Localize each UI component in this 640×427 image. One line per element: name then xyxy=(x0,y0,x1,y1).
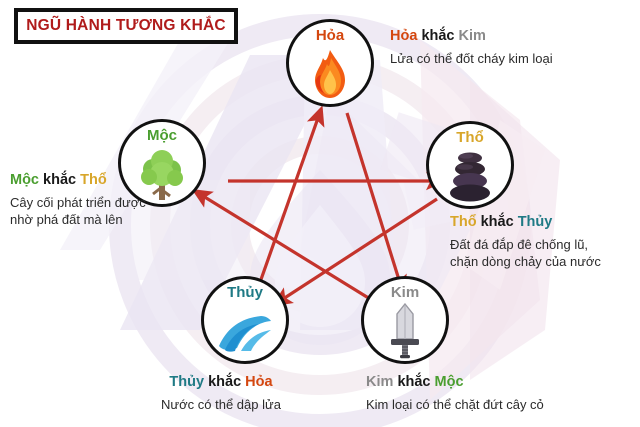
sword-icon xyxy=(364,303,446,359)
caption-thuy-from: Thủy xyxy=(169,374,205,390)
node-hoa-label: Hỏa xyxy=(315,27,345,44)
arrow-hoa-kim xyxy=(345,112,407,296)
caption-kim-verb: khắc xyxy=(397,374,431,390)
caption-hoa-verb: khắc xyxy=(421,28,455,44)
caption-tho-khac-thuy-desc: Đất đá đắp đê chống lũ, chặn dòng chảy c… xyxy=(450,236,601,271)
caption-kim-from: Kim xyxy=(366,374,394,390)
caption-tho-khac-thuy-head: Thổ khắc Thủy xyxy=(450,214,601,231)
caption-thuy-verb: khắc xyxy=(208,374,242,390)
caption-kim-khac-moc-desc: Kim loại có thể chặt đứt cây cỏ xyxy=(366,396,544,414)
caption-thuy-desc-line1: Nước có thể dập lửa xyxy=(161,396,281,412)
caption-moc-desc-line1: Cây cối phát triển được xyxy=(10,194,146,210)
caption-hoa-khac-kim-head: Hỏa khắc Kim xyxy=(390,28,553,45)
caption-hoa-from: Hỏa xyxy=(390,28,418,44)
stones-icon xyxy=(429,148,511,204)
caption-moc-to: Thổ xyxy=(80,172,107,188)
node-thuy[interactable]: Thủy xyxy=(201,276,289,364)
caption-tho-to: Thủy xyxy=(517,214,553,230)
caption-kim-khac-moc-head: Kim khắc Mộc xyxy=(366,374,544,391)
caption-hoa-desc-line1: Lửa có thể đốt cháy kim loại xyxy=(390,50,553,66)
caption-thuy-khac-hoa-head: Thủy khắc Hỏa xyxy=(96,374,346,391)
caption-thuy-khac-hoa-desc: Nước có thể dập lửa xyxy=(96,396,346,414)
caption-tho-khac-thuy: Thổ khắc Thủy Đất đá đắp đê chống lũ, ch… xyxy=(450,214,601,271)
caption-tho-desc-line1: Đất đá đắp đê chống lũ, xyxy=(450,236,589,252)
caption-moc-from: Mộc xyxy=(10,172,39,188)
caption-thuy-to: Hỏa xyxy=(245,374,273,390)
caption-thuy-khac-hoa: Thủy khắc Hỏa Nước có thể dập lửa xyxy=(96,374,346,413)
caption-tho-from: Thổ xyxy=(450,214,477,230)
flame-icon xyxy=(289,46,371,102)
node-moc[interactable]: Mộc xyxy=(118,119,206,207)
node-moc-label: Mộc xyxy=(147,127,177,144)
caption-moc-desc-line2: nhờ phá đất mà lên xyxy=(10,212,123,228)
node-kim[interactable]: Kim xyxy=(361,276,449,364)
page-title-text: NGŨ HÀNH TƯƠNG KHẮC xyxy=(26,17,226,34)
page-title: NGŨ HÀNH TƯƠNG KHẮC xyxy=(14,8,238,44)
caption-kim-desc-line1: Kim loại có thể chặt đứt cây cỏ xyxy=(366,396,544,412)
caption-hoa-to: Kim xyxy=(458,28,486,44)
water-icon xyxy=(204,303,286,359)
arrow-thuy-hoa xyxy=(256,105,325,289)
arrow-kim-moc xyxy=(191,188,376,304)
caption-hoa-khac-kim-desc: Lửa có thể đốt cháy kim loại xyxy=(390,50,553,68)
caption-hoa-khac-kim: Hỏa khắc Kim Lửa có thể đốt cháy kim loạ… xyxy=(390,28,553,67)
caption-moc-khac-tho-head: Mộc khắc Thổ xyxy=(10,172,146,189)
caption-moc-khac-tho-desc: Cây cối phát triển được nhờ phá đất mà l… xyxy=(10,194,146,229)
node-thuy-label: Thủy xyxy=(227,284,263,301)
arrow-tho-thuy xyxy=(271,197,438,307)
caption-tho-desc-line2: chặn dòng chảy của nước xyxy=(450,254,601,270)
node-tho[interactable]: Thổ xyxy=(426,121,514,209)
node-kim-label: Kim xyxy=(390,284,420,301)
node-tho-label: Thổ xyxy=(456,129,484,146)
caption-kim-khac-moc: Kim khắc Mộc Kim loại có thể chặt đứt câ… xyxy=(366,374,544,413)
caption-kim-to: Mộc xyxy=(434,374,464,390)
caption-moc-khac-tho: Mộc khắc Thổ Cây cối phát triển được nhờ… xyxy=(10,172,146,229)
caption-moc-verb: khắc xyxy=(43,172,77,188)
tree-icon xyxy=(121,146,203,202)
caption-tho-verb: khắc xyxy=(480,214,514,230)
node-hoa[interactable]: Hỏa xyxy=(286,19,374,107)
